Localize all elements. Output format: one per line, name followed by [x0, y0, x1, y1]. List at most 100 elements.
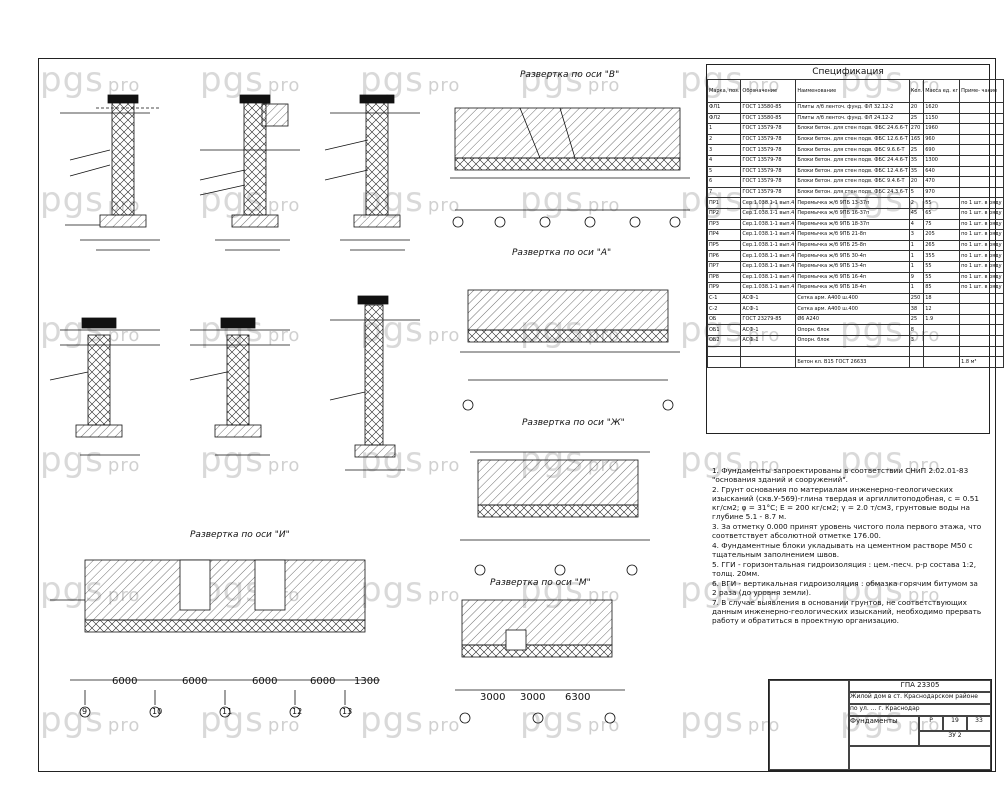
spec-cell: Ø6 А240: [795, 313, 910, 326]
spec-cell: [959, 133, 1004, 146]
spec-cell: Сер.1.038.1-1 вып.4: [740, 282, 797, 294]
note-item: 2. Грунт основания по материалам инженер…: [712, 485, 979, 521]
spec-cell: АСФ-1: [740, 303, 797, 315]
elevation-a: [460, 289, 680, 411]
watermark-suffix: pro: [427, 195, 461, 216]
elevation-zh: [460, 451, 650, 576]
watermark-suffix: pro: [427, 715, 461, 736]
note-item: 1. Фундаменты запроектированы в соответс…: [712, 466, 969, 484]
spec-cell: 1.9: [923, 313, 961, 326]
section-title-b: Развертка по оси "В": [520, 70, 620, 80]
spec-cell: [959, 186, 1004, 199]
spec-cell: 25: [908, 112, 925, 125]
dim-m-1: 3000: [480, 692, 506, 703]
spec-cell: [923, 345, 961, 358]
spec-cell: [706, 345, 742, 358]
spec-cell: ПР8: [706, 271, 742, 284]
spec-cell: ОБ2: [706, 335, 742, 347]
spec-cell: 20: [908, 176, 925, 188]
spec-cell: 250: [908, 292, 925, 305]
spec-cell: 75: [923, 218, 961, 231]
spec-cell: 205: [923, 229, 961, 241]
spec-cell: 5: [706, 165, 742, 178]
section-title-zh: Развертка по оси "Ж": [522, 418, 625, 428]
spec-cell: 1: [908, 282, 925, 294]
spec-cell: ПР5: [706, 239, 742, 252]
spec-header: Марка, поз.: [706, 79, 742, 103]
spec-cell: 1: [706, 123, 742, 135]
watermark-main: pgs: [680, 440, 744, 480]
elevation-i: [50, 559, 380, 718]
spec-cell: Плиты л/б ленточ. фунд. ФЛ 32.12-2: [795, 102, 910, 114]
watermark-suffix: pro: [427, 455, 461, 476]
spec-cell: Блоки бетон. для стен подв. ФБС 24.4.6-Т: [795, 154, 910, 167]
axis-9: 9: [82, 707, 88, 716]
spec-cell: [959, 313, 1004, 326]
spec-cell: ГОСТ 13579-78: [740, 144, 797, 156]
watermark-main: pgs: [200, 440, 264, 480]
spec-cell: Блоки бетон. для стен подв. ФБС 12.6.6-Т: [795, 133, 910, 146]
spec-cell: [959, 123, 1004, 135]
section-detail-4: [49, 317, 160, 456]
axis-12: 12: [292, 707, 303, 716]
spec-cell: 960: [923, 133, 961, 146]
note-item: 7. В случае выявления в основании грунто…: [712, 598, 982, 625]
spec-cell: Плиты л/б ленточ. фунд. ФЛ 24.12-2: [795, 112, 910, 125]
watermark-main: pgs: [840, 570, 904, 610]
spec-cell: 690: [923, 144, 961, 156]
spec-cell: [740, 356, 797, 368]
spec-cell: 8: [908, 324, 925, 337]
spec-cell: Блоки бетон. для стен подв. ФБС 9.4.6-Т: [795, 176, 910, 188]
watermark-suffix: pro: [427, 585, 461, 606]
spec-cell: ГОСТ 13580-85: [740, 112, 797, 125]
watermark-main: pgs: [840, 700, 904, 740]
spec-cell: ПР7: [706, 260, 742, 273]
spec-cell: [795, 345, 910, 358]
spec-title: Спецификация: [812, 67, 884, 77]
dim-m-2: 3000: [520, 692, 546, 703]
spec-cell: [923, 324, 961, 337]
sheets-count: 33: [967, 716, 991, 731]
spec-header: Кол.: [908, 79, 925, 103]
dim-1: 6000: [112, 676, 138, 687]
spec-cell: по 1 шт. в ряду: [959, 250, 1004, 262]
spec-cell: ПР4: [706, 229, 742, 241]
spec-cell: ГОСТ 13579-78: [740, 123, 797, 135]
spec-cell: по 1 шт. в ряду: [959, 282, 1004, 294]
spec-cell: [959, 303, 1004, 315]
spec-cell: Опорн. блок: [795, 335, 910, 347]
watermark-main: pgs: [40, 180, 104, 220]
spec-cell: [959, 112, 1004, 125]
spec-cell: ГОСТ 13579-78: [740, 133, 797, 146]
spec-cell: ПР9: [706, 282, 742, 294]
spec-cell: 1300: [923, 154, 961, 167]
spec-cell: 1150: [923, 112, 961, 125]
sheet-title: Фундаменты: [849, 716, 919, 746]
note-item: 6. ВГИ - вертикальная гидроизоляция : об…: [712, 579, 978, 597]
spec-cell: 6: [706, 176, 742, 188]
section-detail-2: [199, 94, 300, 251]
spec-cell: [959, 102, 1004, 114]
watermark-suffix: pro: [107, 75, 141, 96]
spec-cell: по 1 шт. в ряду: [959, 207, 1004, 220]
spec-cell: Перемычка ж/б 9ПБ 16-4п: [795, 271, 910, 284]
spec-cell: 1.8 м³: [959, 356, 1004, 368]
spec-cell: 5: [908, 186, 925, 199]
spec-cell: 55: [923, 271, 961, 284]
spec-cell: 4: [706, 154, 742, 167]
